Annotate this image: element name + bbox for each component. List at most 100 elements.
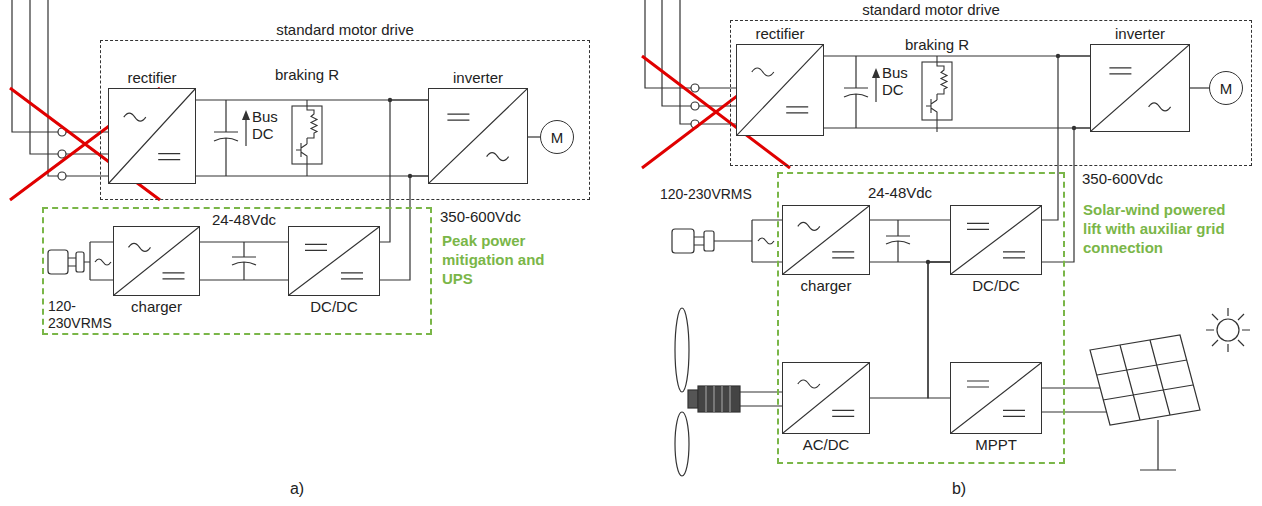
- dc-bus-capacitor-part: [214, 100, 238, 176]
- node-label: charger: [763, 277, 889, 294]
- bus-label: Bus DC: [882, 64, 914, 98]
- node-label: M: [1210, 72, 1242, 104]
- solar-panel-part: [1042, 388, 1106, 412]
- bus-voltage-arrow: [242, 110, 250, 146]
- converter-symbol: [951, 206, 1041, 274]
- component-label: braking R: [892, 36, 982, 53]
- converter-symbol: [289, 227, 379, 295]
- wind-turbine-part: [706, 386, 730, 412]
- node-text: AC/DC: [803, 436, 850, 453]
- voltage-label: 120-230VRMS: [660, 186, 752, 202]
- voltage-label: 350-600Vdc: [440, 208, 530, 225]
- node-text: DC/DC: [310, 298, 358, 315]
- voltage-label: 120-230VRMS: [48, 298, 112, 331]
- node-label: rectifier: [109, 69, 195, 86]
- converter-symbol: [429, 89, 527, 183]
- converter-symbol-stroke: [783, 206, 869, 274]
- panel-letter: a): [282, 480, 312, 497]
- converter-symbol-stroke: [114, 227, 199, 295]
- system-region: Solar-wind powered lift with auxiliar gr…: [777, 172, 1065, 464]
- bus-junction: [388, 98, 412, 178]
- converter-symbol-stroke: [951, 206, 1041, 274]
- braking-chopper-part: [926, 62, 947, 120]
- converter-box: inverter: [1090, 44, 1190, 132]
- voltage-label: 350-600Vdc: [1082, 170, 1172, 187]
- grid-plug-part: [68, 258, 76, 266]
- wire-connector: [528, 136, 540, 137]
- node-label: M: [541, 121, 573, 153]
- node-label: DC/DC: [269, 298, 399, 315]
- voltage-label: 350-600Vdc: [1082, 170, 1163, 187]
- converter-box: AC/DC: [782, 362, 870, 434]
- motor-circle: M: [1209, 71, 1243, 105]
- node-text: MPPT: [975, 436, 1017, 453]
- wire-connector: [870, 220, 950, 262]
- motor-circle: M: [540, 120, 574, 154]
- dc-bus-capacitor: [844, 56, 868, 128]
- component-label: braking R: [905, 36, 969, 53]
- panel-letter: a): [290, 480, 304, 497]
- bus-voltage-arrow-part: [875, 76, 876, 102]
- braking-chopper-part: [292, 106, 322, 164]
- bus-voltage-arrow-part: [242, 110, 250, 120]
- grid-plug-part: [704, 231, 714, 251]
- system-heading: Peak power mitigation and UPS: [442, 232, 545, 287]
- voltage-label: 24-48Vdc: [862, 184, 938, 201]
- grid-plug: [672, 220, 782, 262]
- wire-connector: [870, 262, 950, 398]
- wind-turbine: [675, 308, 782, 476]
- voltage-label: 24-48Vdc: [212, 211, 276, 228]
- converter-symbol-stroke: [1091, 45, 1189, 131]
- voltage-label: 350-600Vdc: [440, 208, 521, 225]
- node-text: standard motor drive: [862, 1, 1000, 18]
- sun-icon: [1206, 308, 1250, 352]
- solar-panel-part: [1140, 420, 1176, 470]
- grid-feed-part: [12, 0, 58, 176]
- wind-turbine-part: [698, 386, 740, 412]
- wire-connector: [380, 100, 428, 280]
- node-text: rectifier: [755, 25, 804, 42]
- bus-voltage-arrow-part: [245, 118, 246, 146]
- bus-label: Bus DC: [252, 108, 284, 142]
- grid-plug-part: [714, 220, 782, 262]
- grid-feed-part: [58, 172, 66, 180]
- braking-chopper: [292, 100, 322, 176]
- wind-turbine-part: [675, 308, 689, 392]
- node-text: M: [1220, 80, 1233, 97]
- wind-turbine-part: [688, 390, 698, 408]
- node-text: DC/DC: [972, 277, 1020, 294]
- grid-plug-part: [76, 252, 84, 272]
- converter-symbol: [951, 363, 1041, 433]
- grid-feed: [12, 0, 108, 180]
- voltage-label: 120-230VRMS: [660, 186, 770, 203]
- converter-symbol: [737, 45, 823, 135]
- converter-symbol: [783, 363, 869, 433]
- grid-plug-part: [672, 229, 694, 253]
- motor-drive-region: standard motor driverectifierinverterM: [100, 40, 590, 200]
- converter-symbol-stroke: [737, 45, 823, 135]
- grid-plug: [48, 242, 113, 280]
- voltage-label: 24-48Vdc: [206, 211, 282, 228]
- braking-chopper-part: [296, 106, 317, 164]
- grid-plug-part: [95, 259, 111, 265]
- node-label: Peak power mitigation and UPS: [442, 231, 572, 288]
- node-label: MPPT: [931, 436, 1061, 453]
- wire-connector: [824, 56, 1090, 128]
- converter-symbol-stroke: [289, 227, 379, 295]
- braking-chopper: [922, 56, 952, 132]
- node-text: rectifier: [127, 69, 176, 86]
- converter-symbol-stroke: [951, 363, 1041, 433]
- converter-symbol-stroke: [783, 363, 869, 433]
- bus-label: Bus DC: [882, 64, 908, 98]
- node-label: standard motor drive: [101, 21, 589, 38]
- converter-box: DC/DC: [950, 205, 1042, 275]
- sun-icon-part: [1206, 308, 1250, 352]
- motor-drive-region: standard motor driverectifierinverterM: [730, 20, 1252, 166]
- converter-box: DC/DC: [288, 226, 380, 296]
- converter-box: MPPT: [950, 362, 1042, 434]
- wire-connector: [928, 262, 950, 398]
- panel-letter: b): [952, 480, 966, 497]
- wire-connector: [196, 100, 428, 176]
- converter-box: rectifier: [108, 88, 196, 184]
